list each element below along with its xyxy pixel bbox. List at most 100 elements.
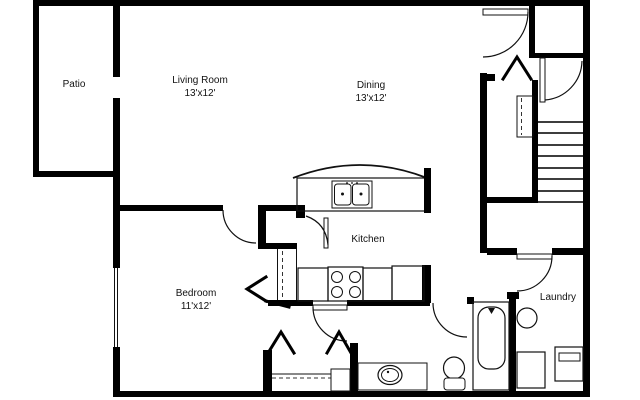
counter-segment [297,267,329,302]
sink-drain-dot [341,192,344,196]
understair-door-swing-arc [544,60,583,101]
closet-top-wall [258,205,305,211]
stair-left-wall [532,80,538,202]
hall-door-swing-arc [312,306,348,342]
understair-door-leaf [539,57,546,103]
entry-closet-bifold-icon [500,54,534,82]
laundry-label: Laundry [540,292,576,303]
shelf-outline [516,95,534,138]
stove-burner [331,286,343,298]
dryer-panel [558,352,581,362]
closet-bifold-chevron [265,329,297,356]
entry-door-swing-arc [482,11,529,58]
tub-basin [477,306,506,370]
dining-dims: 13'x12' [355,93,386,104]
laundry-door-leaf [516,253,553,260]
kitchen-sink-right [352,183,370,206]
laundry-tub-icon [516,307,538,329]
closet-shelf-unit [330,368,351,392]
wall-left-upper [113,0,120,77]
kitchen-counter-run [297,265,425,302]
interior-walls [118,0,585,391]
laundry-door-swing-arc [516,255,553,292]
closet-bifold-chevron [324,328,354,356]
counter-segment [362,267,393,302]
toilet-tank [443,377,466,391]
refrigerator-icon [391,265,425,302]
closet-door-swing-arc [305,215,329,246]
faucet-dot [351,182,353,184]
wall-dining-stair [480,73,487,253]
sink-icon [377,364,403,386]
tub-surround [472,301,510,391]
laundry-door [516,253,553,292]
wall-left-mid [113,98,120,268]
living-room-dims: 13'x12' [184,88,215,99]
entry-closet-shelf [516,95,534,138]
bath-laundry-divider [509,292,516,391]
hall-door-leaf [312,304,348,311]
stove-burner [349,286,361,298]
sink-drain-dot [359,192,363,196]
bedroom-door-swing-arc [222,209,257,244]
wall-entry-stub [487,74,495,81]
bedroom-closet [265,328,354,392]
closet-door-leaf [323,217,329,249]
toilet-icon [442,356,466,391]
vanity [357,362,428,391]
tub-faucet [488,308,495,314]
wall-patio-left [33,0,39,177]
bedroom-dims: 11'x12' [181,301,211,312]
wall-patio-bottom [33,171,115,177]
living-room-label: Living Room [172,75,228,86]
faucet-dot [346,182,348,184]
entry-closet-wall [529,0,535,58]
faucet-dot [356,182,358,184]
understair-closet-door [539,57,583,103]
closet-chute [277,249,297,300]
sink-faucet-dot [386,370,390,374]
bedroom-closet-stub-right [350,343,358,391]
wall-right [583,0,590,397]
landing-wall [487,197,538,203]
bedroom-closet-stub-left [263,350,272,391]
bedroom-window [114,268,118,347]
dining-label: Dining [357,80,385,91]
island-end-cap [424,168,431,213]
bathroom-door-swing-arc [432,302,468,338]
wall-bottom [113,391,590,397]
wall-living-bedroom [118,205,223,211]
washer-icon [516,351,546,389]
kitchen-sink-left [334,183,352,206]
island-bar-curve [292,164,428,179]
patio-label: Patio [63,79,86,90]
wall-bath-hall-a [268,300,313,306]
wall-top [33,0,590,6]
dryer-icon [554,346,584,382]
dryer-body [554,346,584,382]
kitchen-island [292,164,431,213]
topright-closet-bottom-wall [535,53,585,58]
bifold-leg [264,299,291,309]
stove-burner [349,271,361,283]
wall-left-lower [113,347,120,397]
wall-bath-hall-b [347,300,422,306]
kitchen-sink-unit [331,180,373,209]
entry-door-leaf [482,8,529,16]
closet-bottom-wall [258,243,297,249]
entry-door [482,8,529,58]
bedroom-label: Bedroom [176,288,217,299]
toilet-bowl [442,356,466,380]
bedroom-bifold-door-icon [244,274,291,309]
exterior-walls [33,0,590,397]
hall-door [312,304,348,342]
bifold-chevron-left [244,274,269,304]
hall-closet-door [305,215,329,249]
kitchen-label: Kitchen [351,234,384,245]
wall-bath-corner [467,297,474,304]
vanity-counter [357,362,428,391]
staircase [538,121,583,203]
stove-burner [331,271,343,283]
